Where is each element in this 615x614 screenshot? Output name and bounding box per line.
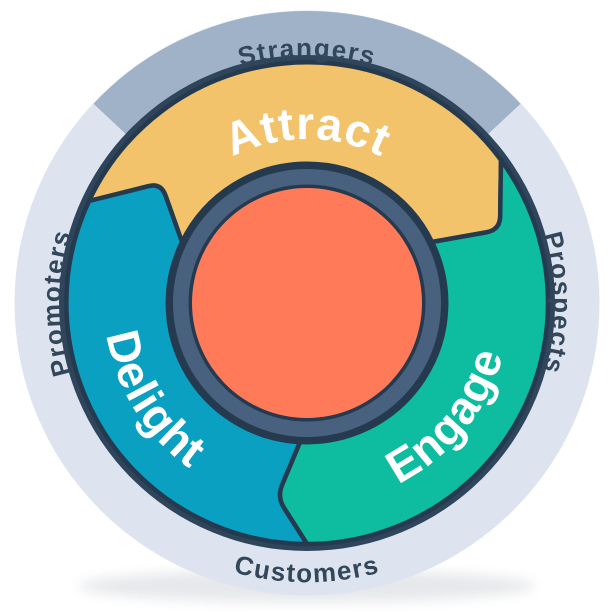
segment-delight — [64, 183, 310, 547]
center-circle — [192, 188, 422, 418]
segments-group — [64, 60, 551, 547]
strangers-band-arc — [93, 11, 521, 136]
